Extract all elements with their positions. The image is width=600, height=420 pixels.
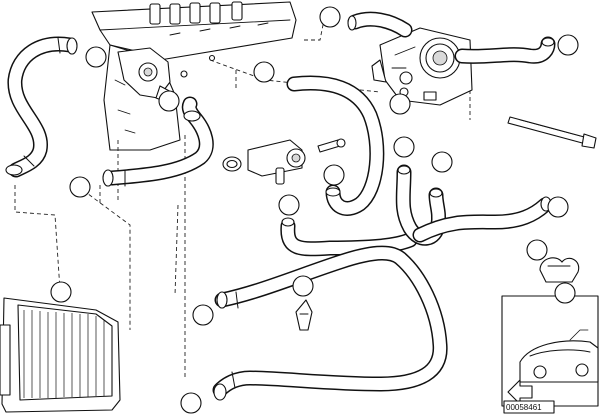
callout-13 (192, 304, 214, 326)
callout-4 (319, 6, 341, 28)
callout-16 (180, 392, 202, 414)
radiator-hose-upper-left (5, 36, 78, 178)
hose-clamp-upper (539, 257, 580, 283)
engine-block-thermostat-housing (91, 1, 297, 151)
callouts (50, 6, 579, 414)
callout-7 (323, 164, 345, 186)
callout-1 (85, 46, 107, 68)
callout-14 (526, 239, 548, 261)
callout-11 (547, 196, 569, 218)
heater-hose-center (286, 75, 385, 216)
callout-18 (292, 275, 314, 297)
thermostat-hose (102, 96, 214, 187)
callout-8 (393, 136, 415, 158)
callout-2 (158, 90, 180, 112)
throttle-coolant-pipe (347, 11, 556, 64)
callout-10 (278, 194, 300, 216)
lower-radiator-hose (212, 245, 448, 401)
callout-5 (557, 34, 579, 56)
car-location-inset (501, 295, 599, 407)
bypass-hose-left (280, 217, 418, 257)
reference-number: 00058461 (506, 403, 542, 412)
radiator (0, 297, 121, 413)
hose-clip-center (295, 299, 313, 331)
callout-3 (253, 61, 275, 83)
callout-12 (50, 281, 72, 303)
callout-17 (389, 93, 411, 115)
temperature-sensor-valve (222, 138, 346, 185)
callout-9 (431, 151, 453, 173)
callout-15 (554, 282, 576, 304)
throttle-body-assembly (371, 27, 473, 106)
callout-6 (69, 176, 91, 198)
cable-tie (507, 116, 597, 149)
